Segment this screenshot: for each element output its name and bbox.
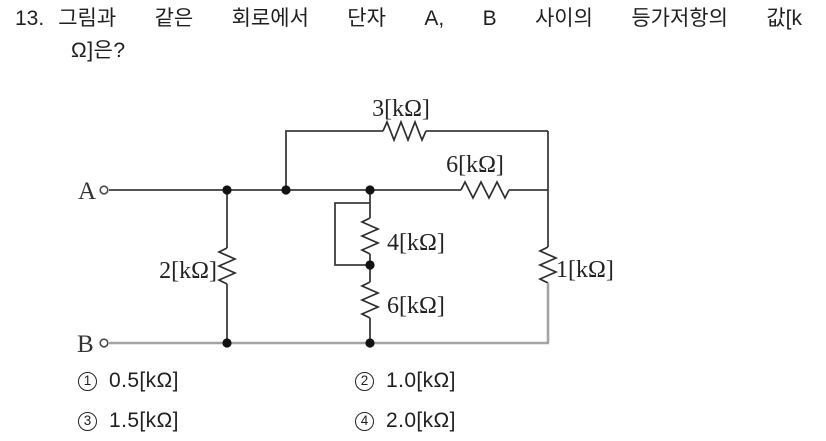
option-3-label: 1.5[kΩ] [109, 409, 179, 432]
terminal-b-node [99, 338, 109, 348]
resistor-6k-mid-symbol [359, 281, 381, 319]
resistor-1k-label: 1[kΩ] [556, 257, 614, 283]
question-line-2: Ω]은? [71, 39, 126, 62]
resistor-4k-label: 4[kΩ] [387, 230, 445, 256]
option-4-label: 2.0[kΩ] [386, 409, 456, 432]
option-2-label: 1.0[kΩ] [386, 369, 456, 392]
resistor-6k-mid-label: 6[kΩ] [387, 293, 445, 319]
option-1-number: 1 [78, 371, 97, 391]
resistor-2k-label: 2[kΩ] [159, 258, 217, 284]
resistor-3k-symbol [382, 119, 427, 143]
junction-dot [365, 338, 375, 348]
junction-dot [222, 185, 232, 195]
option-4-number: 4 [355, 411, 374, 431]
terminal-a-node [99, 185, 109, 195]
option-1: 1 0.5[kΩ] [78, 369, 179, 393]
option-3-number: 3 [78, 411, 97, 431]
terminal-a-label: A [78, 178, 96, 205]
option-2: 2 1.0[kΩ] [355, 369, 456, 393]
resistor-6k-top-symbol [460, 180, 510, 200]
resistor-1k-symbol [537, 246, 559, 284]
question-line-1: 13. 그림과 같은 회로에서 단자 A, B 사이의 등가저항의 값[k [15, 6, 802, 32]
question-number: 13. [15, 7, 45, 30]
junction-dot [365, 260, 375, 270]
junction-dot [365, 185, 375, 195]
junction-dot [222, 338, 232, 348]
resistor-2k-symbol [216, 247, 238, 285]
wire-top-branch-left [285, 130, 383, 190]
option-4: 4 2.0[kΩ] [355, 409, 456, 433]
wire-4k-short-bypass [334, 202, 370, 266]
junction-dot [281, 185, 291, 195]
option-3: 3 1.5[kΩ] [78, 409, 179, 433]
resistor-3k-label: 3[kΩ] [372, 96, 430, 122]
question-text: 그림과 같은 회로에서 단자 A, B 사이의 등가저항의 값[k [58, 7, 802, 30]
resistor-4k-symbol [359, 217, 381, 255]
resistor-6k-top-label: 6[kΩ] [446, 152, 504, 178]
terminal-b-label: B [77, 331, 94, 358]
option-1-label: 0.5[kΩ] [109, 369, 179, 392]
option-2-number: 2 [355, 371, 374, 391]
